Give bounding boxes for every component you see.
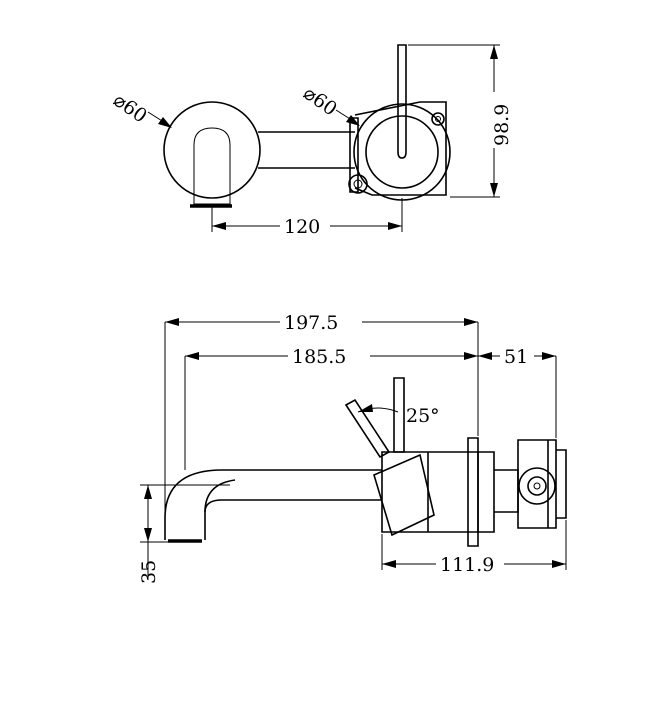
top-view: ⌀60 ⌀60 120 98.9 [109, 44, 513, 238]
overall-length-label: 197.5 [284, 312, 338, 334]
height-label: 98.9 [491, 104, 513, 146]
dim-mixer-diameter: ⌀60 [299, 82, 360, 126]
mixer-plate [348, 44, 451, 201]
mixer-diameter-label: ⌀60 [299, 82, 341, 120]
side-view: 25° 197.5 185.5 51 [138, 312, 567, 584]
dim-body-length: 111.9 [381, 520, 567, 576]
spout [164, 469, 382, 543]
dim-spout-length: 185.5 [184, 346, 478, 470]
dim-spout-diameter: ⌀60 [109, 89, 172, 128]
spout-length-label: 185.5 [292, 346, 346, 368]
dim-spacing: 120 [211, 198, 403, 238]
spacing-label: 120 [284, 216, 320, 238]
spout-diameter-label: ⌀60 [109, 89, 151, 127]
dim-wall-depth: 51 [478, 346, 557, 438]
body-length-label: 111.9 [440, 554, 494, 576]
dim-overall-length: 197.5 [164, 312, 479, 540]
handle-angle-label: 25° [406, 405, 440, 427]
handle [344, 377, 405, 459]
mixer-body [373, 437, 567, 547]
dim-spout-height: 35 [138, 484, 230, 584]
spout-height-label: 35 [138, 560, 160, 584]
wall-depth-label: 51 [504, 346, 528, 368]
connecting-pipe [258, 131, 355, 169]
dim-handle-angle: 25° [357, 404, 440, 427]
dim-height: 98.9 [408, 44, 513, 198]
spout-plate [163, 101, 261, 208]
